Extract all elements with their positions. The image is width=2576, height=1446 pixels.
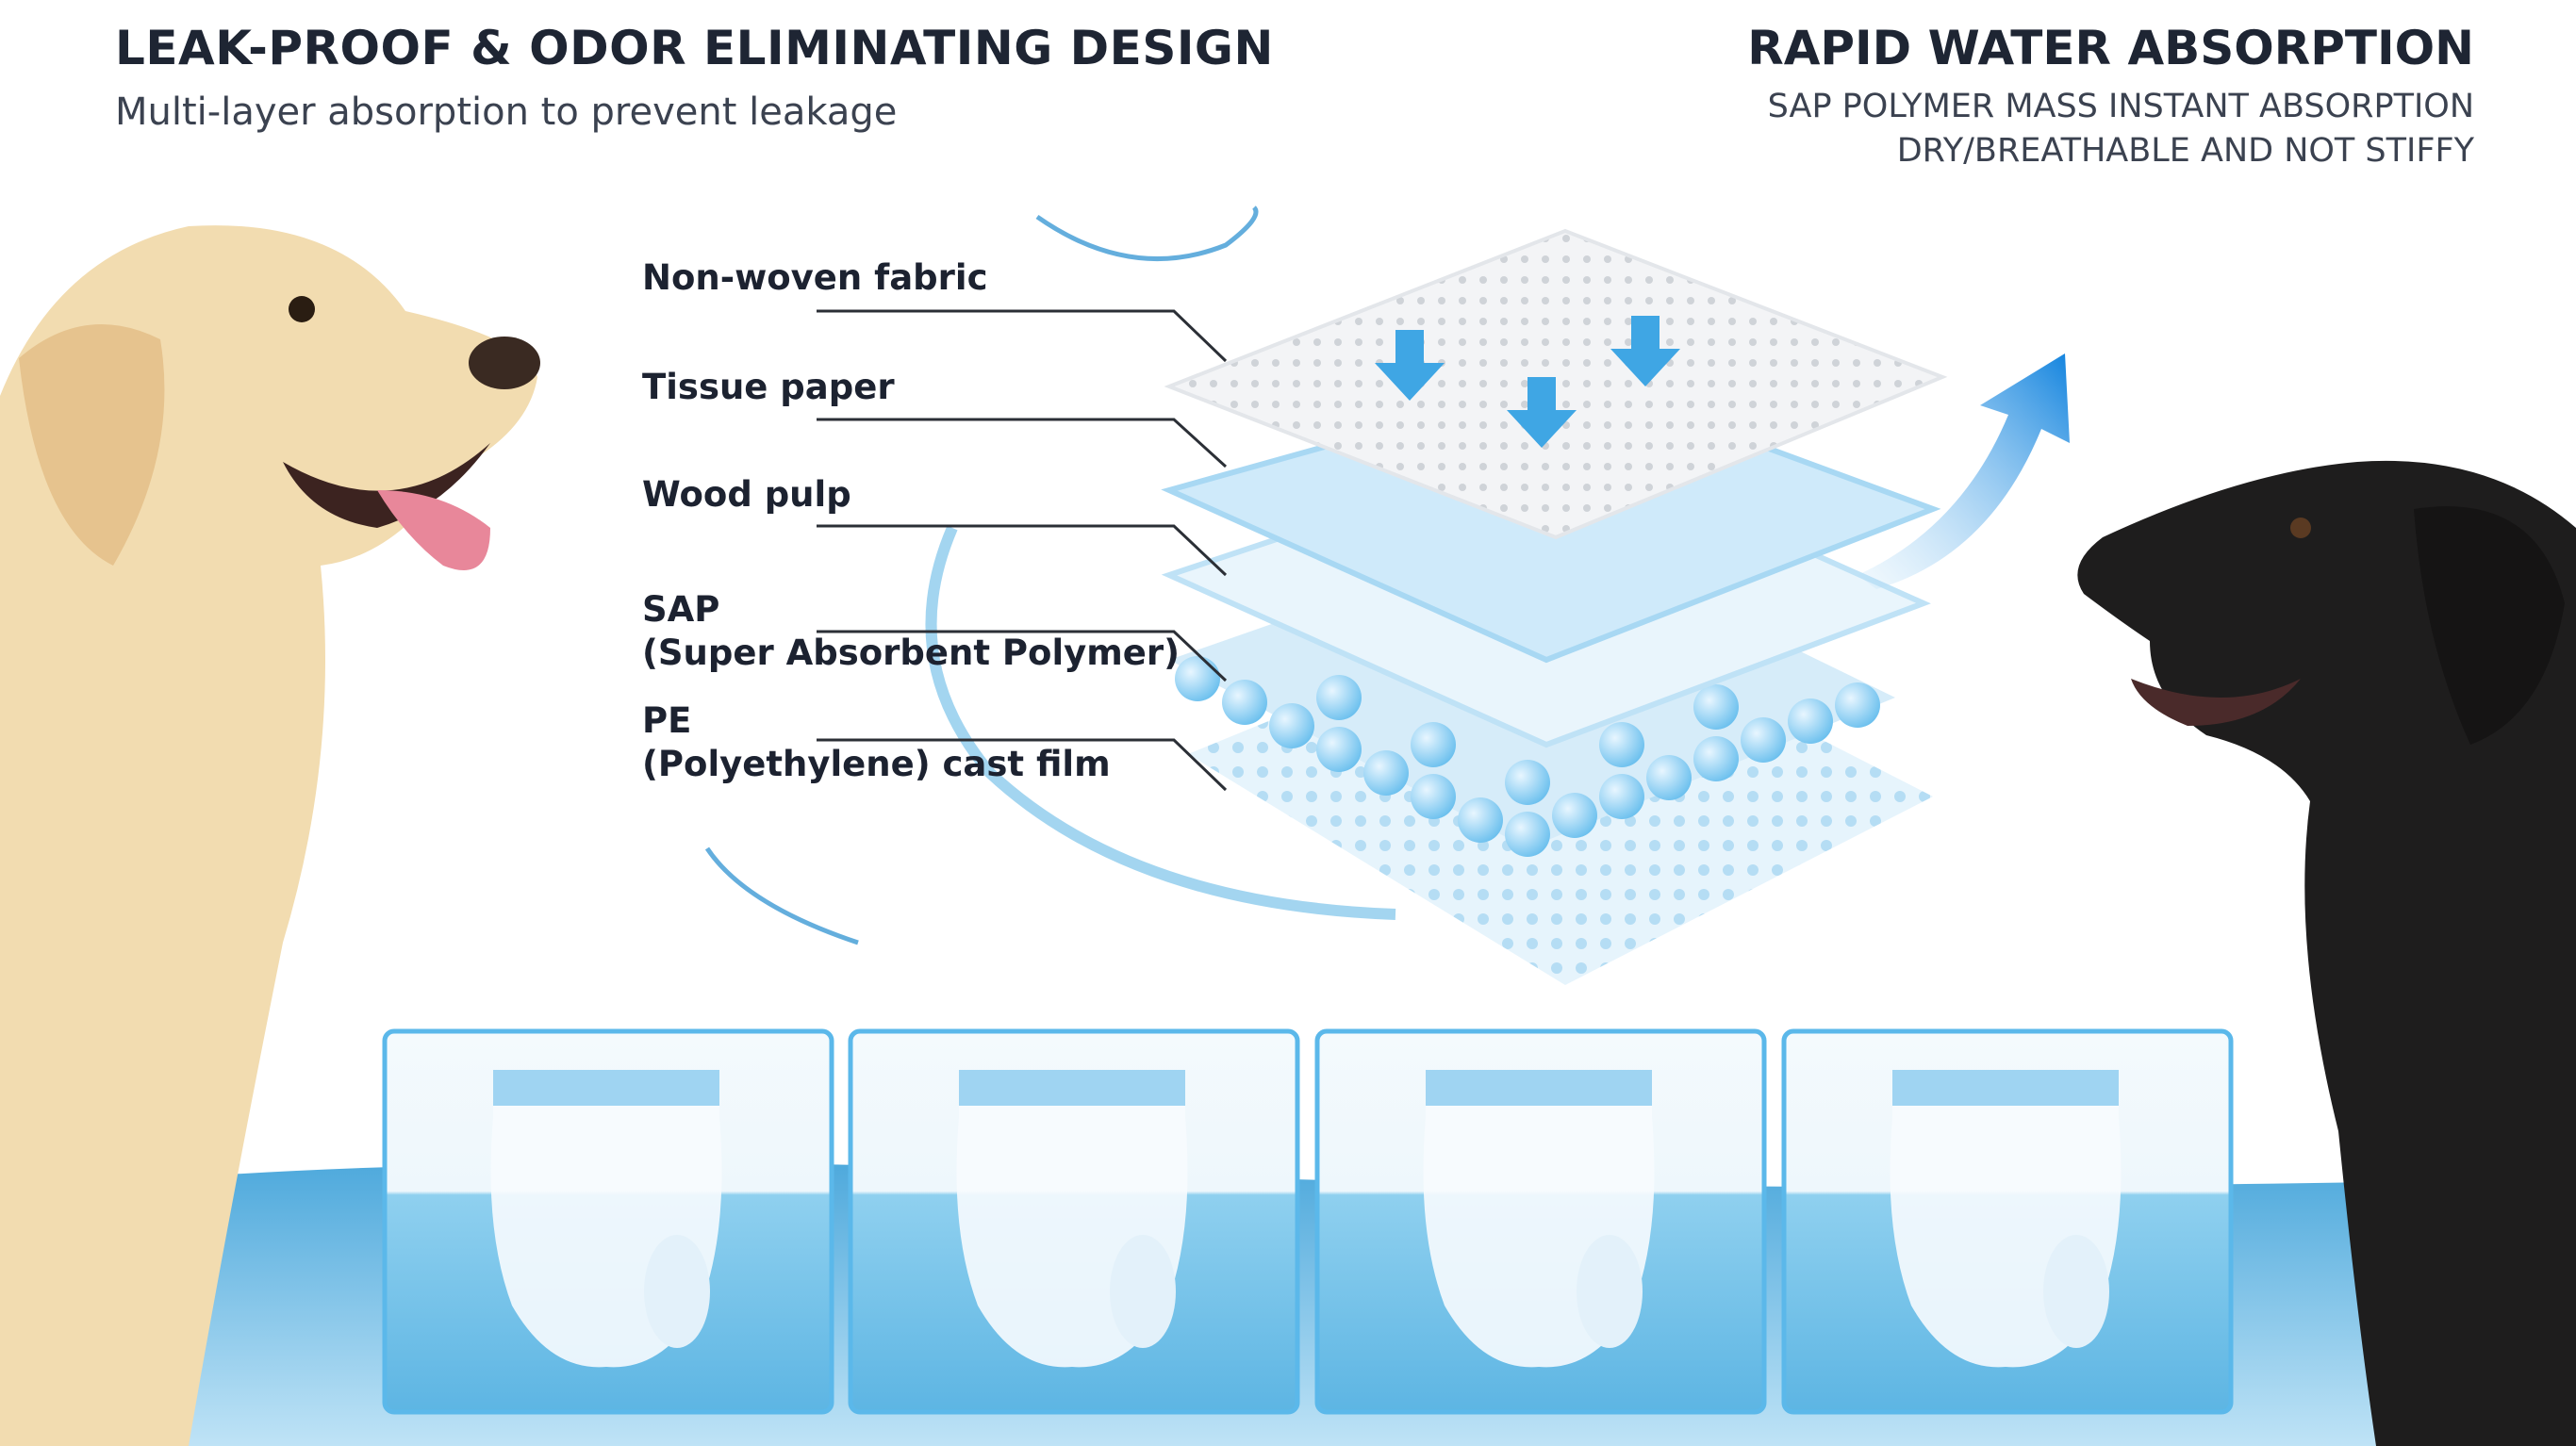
right-heading: RAPID WATER ABSORPTION <box>1747 21 2474 75</box>
layer-label-line: SAP <box>642 589 720 630</box>
diaper-in-water-panels <box>382 1028 2234 1415</box>
right-subheading-line: DRY/BREATHABLE AND NOT STIFFY <box>1896 132 2474 170</box>
right-subheading-line: SAP POLYMER MASS INSTANT ABSORPTION <box>1767 88 2474 125</box>
down-arrow-icon <box>1375 316 1680 448</box>
layer-label-line: (Super Absorbent Polymer) <box>642 633 1181 673</box>
black-labrador-image <box>2077 460 2576 1446</box>
layer-label-line: (Polyethylene) cast film <box>642 744 1111 784</box>
layer-label-sap: SAP(Super Absorbent Polymer) <box>642 588 1180 675</box>
layer-label-line: Wood pulp <box>642 474 851 515</box>
left-subheading: Multi-layer absorption to prevent leakag… <box>115 90 898 134</box>
left-heading: LEAK-PROOF & ODOR ELIMINATING DESIGN <box>115 21 1274 75</box>
diaper-panel <box>1781 1028 2234 1415</box>
layer-label-pe: PE(Polyethylene) cast film <box>642 699 1111 786</box>
diaper-panel <box>848 1028 1300 1415</box>
right-subheading: SAP POLYMER MASS INSTANT ABSORPTION DRY/… <box>1768 85 2474 173</box>
layer-label-tissue: Tissue paper <box>642 366 895 409</box>
golden-retriever-image <box>0 225 540 1446</box>
layer-label-wood-pulp: Wood pulp <box>642 473 851 517</box>
layer-label-line: Non-woven fabric <box>642 257 988 298</box>
diaper-panel <box>382 1028 834 1415</box>
curved-up-arrow-icon <box>1858 353 2070 589</box>
leader-lines <box>817 309 1228 792</box>
layer-label-nonwoven: Non-woven fabric <box>642 256 988 300</box>
layer-stack-diagram <box>1161 228 1948 985</box>
layer-label-line: Tissue paper <box>642 367 895 407</box>
water-splash <box>704 205 1396 945</box>
diaper-panel <box>1314 1028 1767 1415</box>
layer-label-line: PE <box>642 700 692 741</box>
